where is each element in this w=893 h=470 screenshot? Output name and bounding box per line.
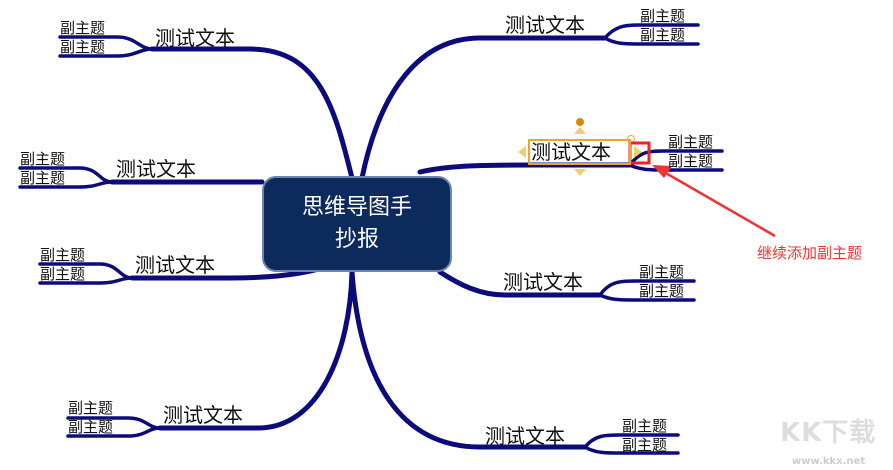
central-topic-line1: 思维导图手	[301, 195, 412, 220]
subtopic[interactable]: 副主题	[20, 169, 66, 187]
selection-frame	[528, 139, 631, 165]
subtopic[interactable]: 副主题	[639, 282, 685, 300]
subtopic[interactable]: 副主题	[20, 150, 66, 168]
annotation-arrow	[652, 165, 776, 238]
subtopic[interactable]: 副主题	[40, 246, 86, 264]
subtopic[interactable]: 副主题	[60, 19, 106, 37]
topic[interactable]: 测试文本	[135, 253, 215, 277]
subtopic[interactable]: 副主题	[68, 399, 114, 417]
subtopic[interactable]: 副主题	[622, 417, 668, 435]
central-topic[interactable]: 思维导图手 抄报	[262, 176, 452, 272]
topic[interactable]: 测试文本	[503, 270, 583, 294]
central-topic-line2: 抄报	[334, 227, 379, 252]
topic[interactable]: 测试文本	[155, 26, 235, 50]
subtopic[interactable]: 副主题	[40, 265, 86, 283]
subtopic[interactable]: 副主题	[68, 418, 114, 436]
topic-selected[interactable]: 测试文本	[531, 140, 611, 164]
subtopic[interactable]: 副主题	[668, 152, 714, 170]
topic[interactable]: 测试文本	[163, 403, 243, 427]
subtopic[interactable]: 副主题	[640, 7, 686, 25]
subtopic[interactable]: 副主题	[668, 133, 714, 151]
subtopic[interactable]: 副主题	[60, 38, 106, 56]
annotation-label: 继续添加副主题	[757, 244, 863, 262]
subtopic[interactable]: 副主题	[639, 263, 685, 281]
topic[interactable]: 测试文本	[505, 13, 585, 37]
selection-handles[interactable]	[518, 118, 642, 176]
watermark-url: www.kkx.net	[792, 456, 866, 467]
topic[interactable]: 测试文本	[116, 157, 196, 181]
subtopic[interactable]: 副主题	[640, 26, 686, 44]
subtopic[interactable]: 副主题	[622, 436, 668, 454]
watermark-logo: KK下载	[780, 418, 877, 448]
topic[interactable]: 测试文本	[485, 424, 565, 448]
